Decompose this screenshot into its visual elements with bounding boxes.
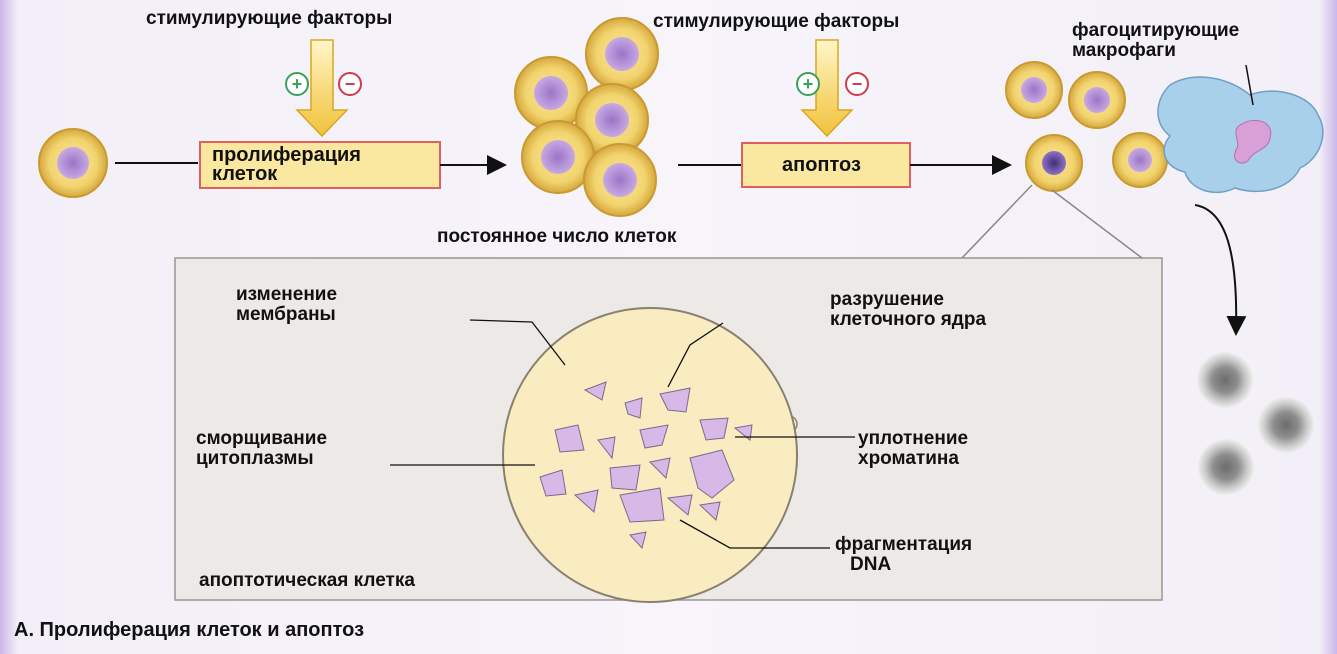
membrane-change-label-line1: изменение — [236, 284, 337, 305]
svg-text:+: + — [803, 74, 814, 94]
chromatin-label-line2: хроматина — [858, 448, 959, 469]
zoom-line-2 — [1052, 190, 1142, 258]
minus-icon-2: − — [846, 73, 868, 95]
constant-cells-label: постоянное число клеток — [437, 226, 676, 247]
svg-text:+: + — [292, 74, 303, 94]
figure-caption: А. Пролиферация клеток и апоптоз — [14, 619, 364, 642]
right-cells — [1006, 62, 1167, 191]
nucleus-destruction-label-line2: клеточного ядра — [830, 309, 986, 330]
plus-icon: + — [286, 73, 308, 95]
apoptotic-cell — [503, 308, 797, 602]
chromatin-label-line1: уплотнение — [858, 428, 968, 449]
stimulating-factors-label-2: стимулирующие факторы — [653, 11, 899, 32]
dna-fragmentation-label-line1: фрагментация — [835, 534, 972, 555]
macrophages-label-line1: фагоцитирующие — [1072, 20, 1239, 41]
proliferation-box-label-line2: клеток — [212, 164, 277, 184]
nucleus-destruction-label-line1: разрушение — [830, 289, 944, 310]
cytoplasm-shrink-label-line1: сморщивание — [196, 428, 327, 449]
cell-cluster — [515, 18, 658, 216]
apoptotic-cell-label: апоптотическая клетка — [199, 570, 415, 591]
proliferation-box-label-line1: пролиферация — [212, 145, 361, 165]
membrane-change-label-line2: мембраны — [236, 304, 336, 325]
zoom-line-1 — [962, 185, 1032, 258]
initial-cell — [39, 129, 107, 197]
dna-fragmentation-label-line2: DNA — [850, 554, 891, 575]
svg-text:−: − — [852, 74, 863, 94]
cytoplasm-shrink-label-line2: цитоплазмы — [196, 448, 314, 469]
minus-icon: − — [339, 73, 361, 95]
stimulating-factors-label-1: стимулирующие факторы — [146, 8, 392, 29]
remnant-cells — [1197, 352, 1314, 495]
svg-text:−: − — [345, 74, 356, 94]
arrow-to-remnants — [1195, 205, 1236, 332]
plus-icon-2: + — [797, 73, 819, 95]
macrophages-label-line2: макрофаги — [1072, 40, 1176, 61]
apoptosis-box-label: апоптоз — [782, 155, 861, 175]
